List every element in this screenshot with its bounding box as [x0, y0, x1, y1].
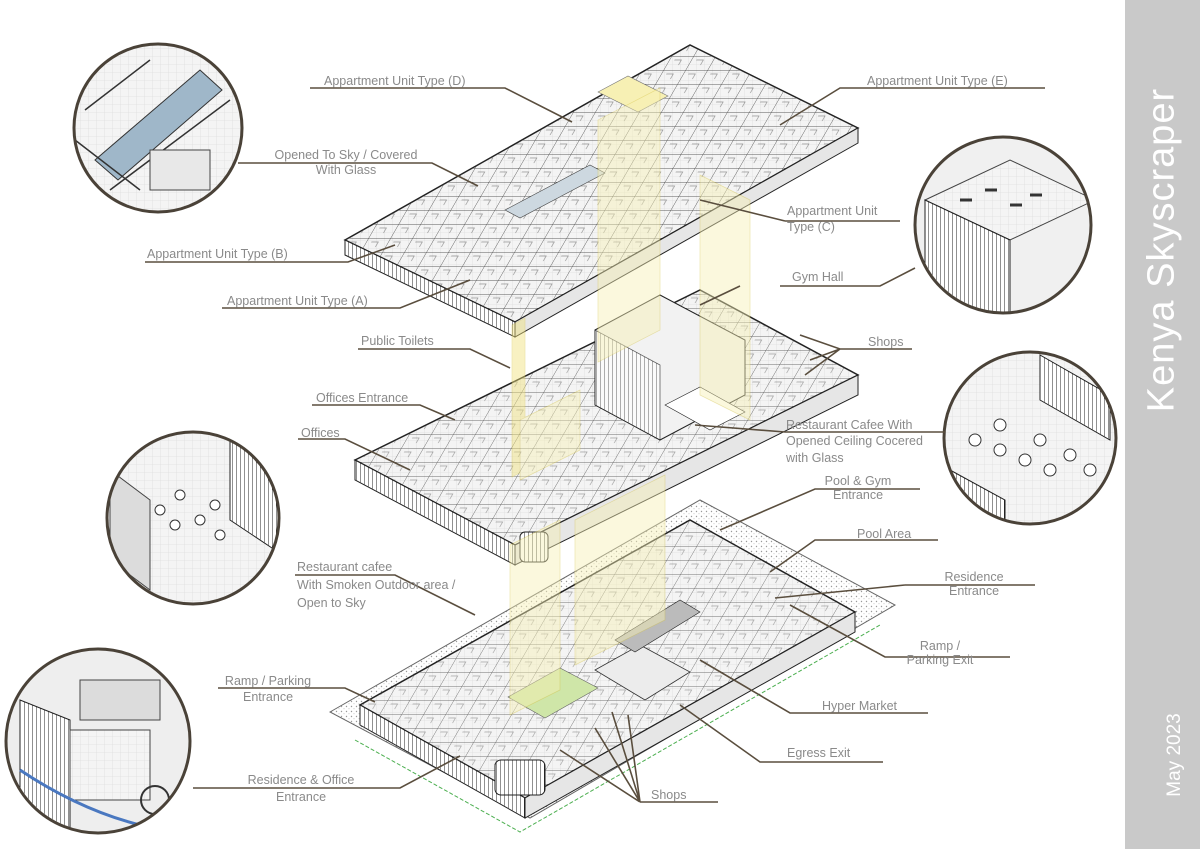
label-unit-a: Appartment Unit Type (A)	[227, 294, 368, 308]
label-offices-entrance: Offices Entrance	[316, 391, 409, 405]
label-opened-sky-line2: With Glass	[315, 163, 377, 177]
ground-floor	[328, 499, 897, 833]
middle-floor	[353, 289, 860, 566]
label-pool-gym-line2: Entrance	[832, 488, 884, 502]
label-res-office-entrance-line1: Residence & Office	[247, 773, 355, 787]
label-ramp-entrance-line1: Ramp / Parking	[224, 674, 312, 688]
label-restaurant-outdoor-line2: With Smoken Outdoor area /	[297, 578, 456, 592]
label-residence-entrance-line1: Residence	[944, 570, 1004, 584]
project-date: May 2023	[1164, 713, 1185, 797]
vertical-circulation-shafts	[509, 87, 751, 716]
label-unit-c-line1: Appartment Unit	[787, 204, 878, 218]
top-floor	[343, 44, 860, 338]
label-ramp-exit-line2: Parking Exit	[906, 653, 974, 667]
detail-circle-opened-sky	[72, 42, 244, 214]
label-restaurant-glass-line2: Opened Ceiling Cocered	[786, 434, 923, 448]
label-opened-sky-line1: Opened To Sky / Covered	[274, 148, 418, 162]
detail-circle-residence-entrance	[4, 647, 192, 835]
label-restaurant-outdoor-line1: Restaurant cafee	[297, 560, 393, 574]
label-unit-d: Appartment Unit Type (D)	[324, 74, 466, 88]
label-unit-c-line2: Type (C)	[787, 220, 835, 234]
label-ramp-entrance-line2: Entrance	[242, 690, 294, 704]
label-hyper-market: Hyper Market	[822, 699, 898, 713]
label-public-toilets: Public Toilets	[361, 334, 434, 348]
detail-circle-restaurant-outdoor	[105, 430, 281, 606]
label-residence-entrance-line2: Entrance	[948, 584, 1000, 598]
label-restaurant-outdoor-line3: Open to Sky	[297, 596, 366, 610]
label-ramp-exit-line1: Ramp /	[919, 639, 961, 653]
label-restaurant-glass-line3: with Glass	[786, 451, 844, 465]
label-res-office-entrance-line2: Entrance	[275, 790, 327, 804]
label-pool-gym-line1: Pool & Gym	[824, 474, 892, 488]
label-unit-b: Appartment Unit Type (B)	[147, 247, 288, 261]
label-shops-upper: Shops	[868, 335, 904, 349]
leader-lines	[145, 87, 1045, 803]
label-gym-hall: Gym Hall	[792, 270, 844, 284]
label-restaurant-glass-line1: Restaurant Cafee With	[786, 418, 913, 432]
label-offices: Offices	[301, 426, 340, 440]
label-unit-e: Appartment Unit Type (E)	[867, 74, 1008, 88]
project-title: Kenya Skyscraper	[1140, 87, 1183, 413]
label-shops-lower: Shops	[651, 788, 687, 802]
label-egress-exit: Egress Exit	[787, 746, 851, 760]
sidebar-panel	[1125, 0, 1200, 849]
detail-circle-gym	[913, 135, 1093, 315]
detail-circle-restaurant-glass	[942, 350, 1118, 526]
label-pool-area: Pool Area	[857, 527, 912, 541]
